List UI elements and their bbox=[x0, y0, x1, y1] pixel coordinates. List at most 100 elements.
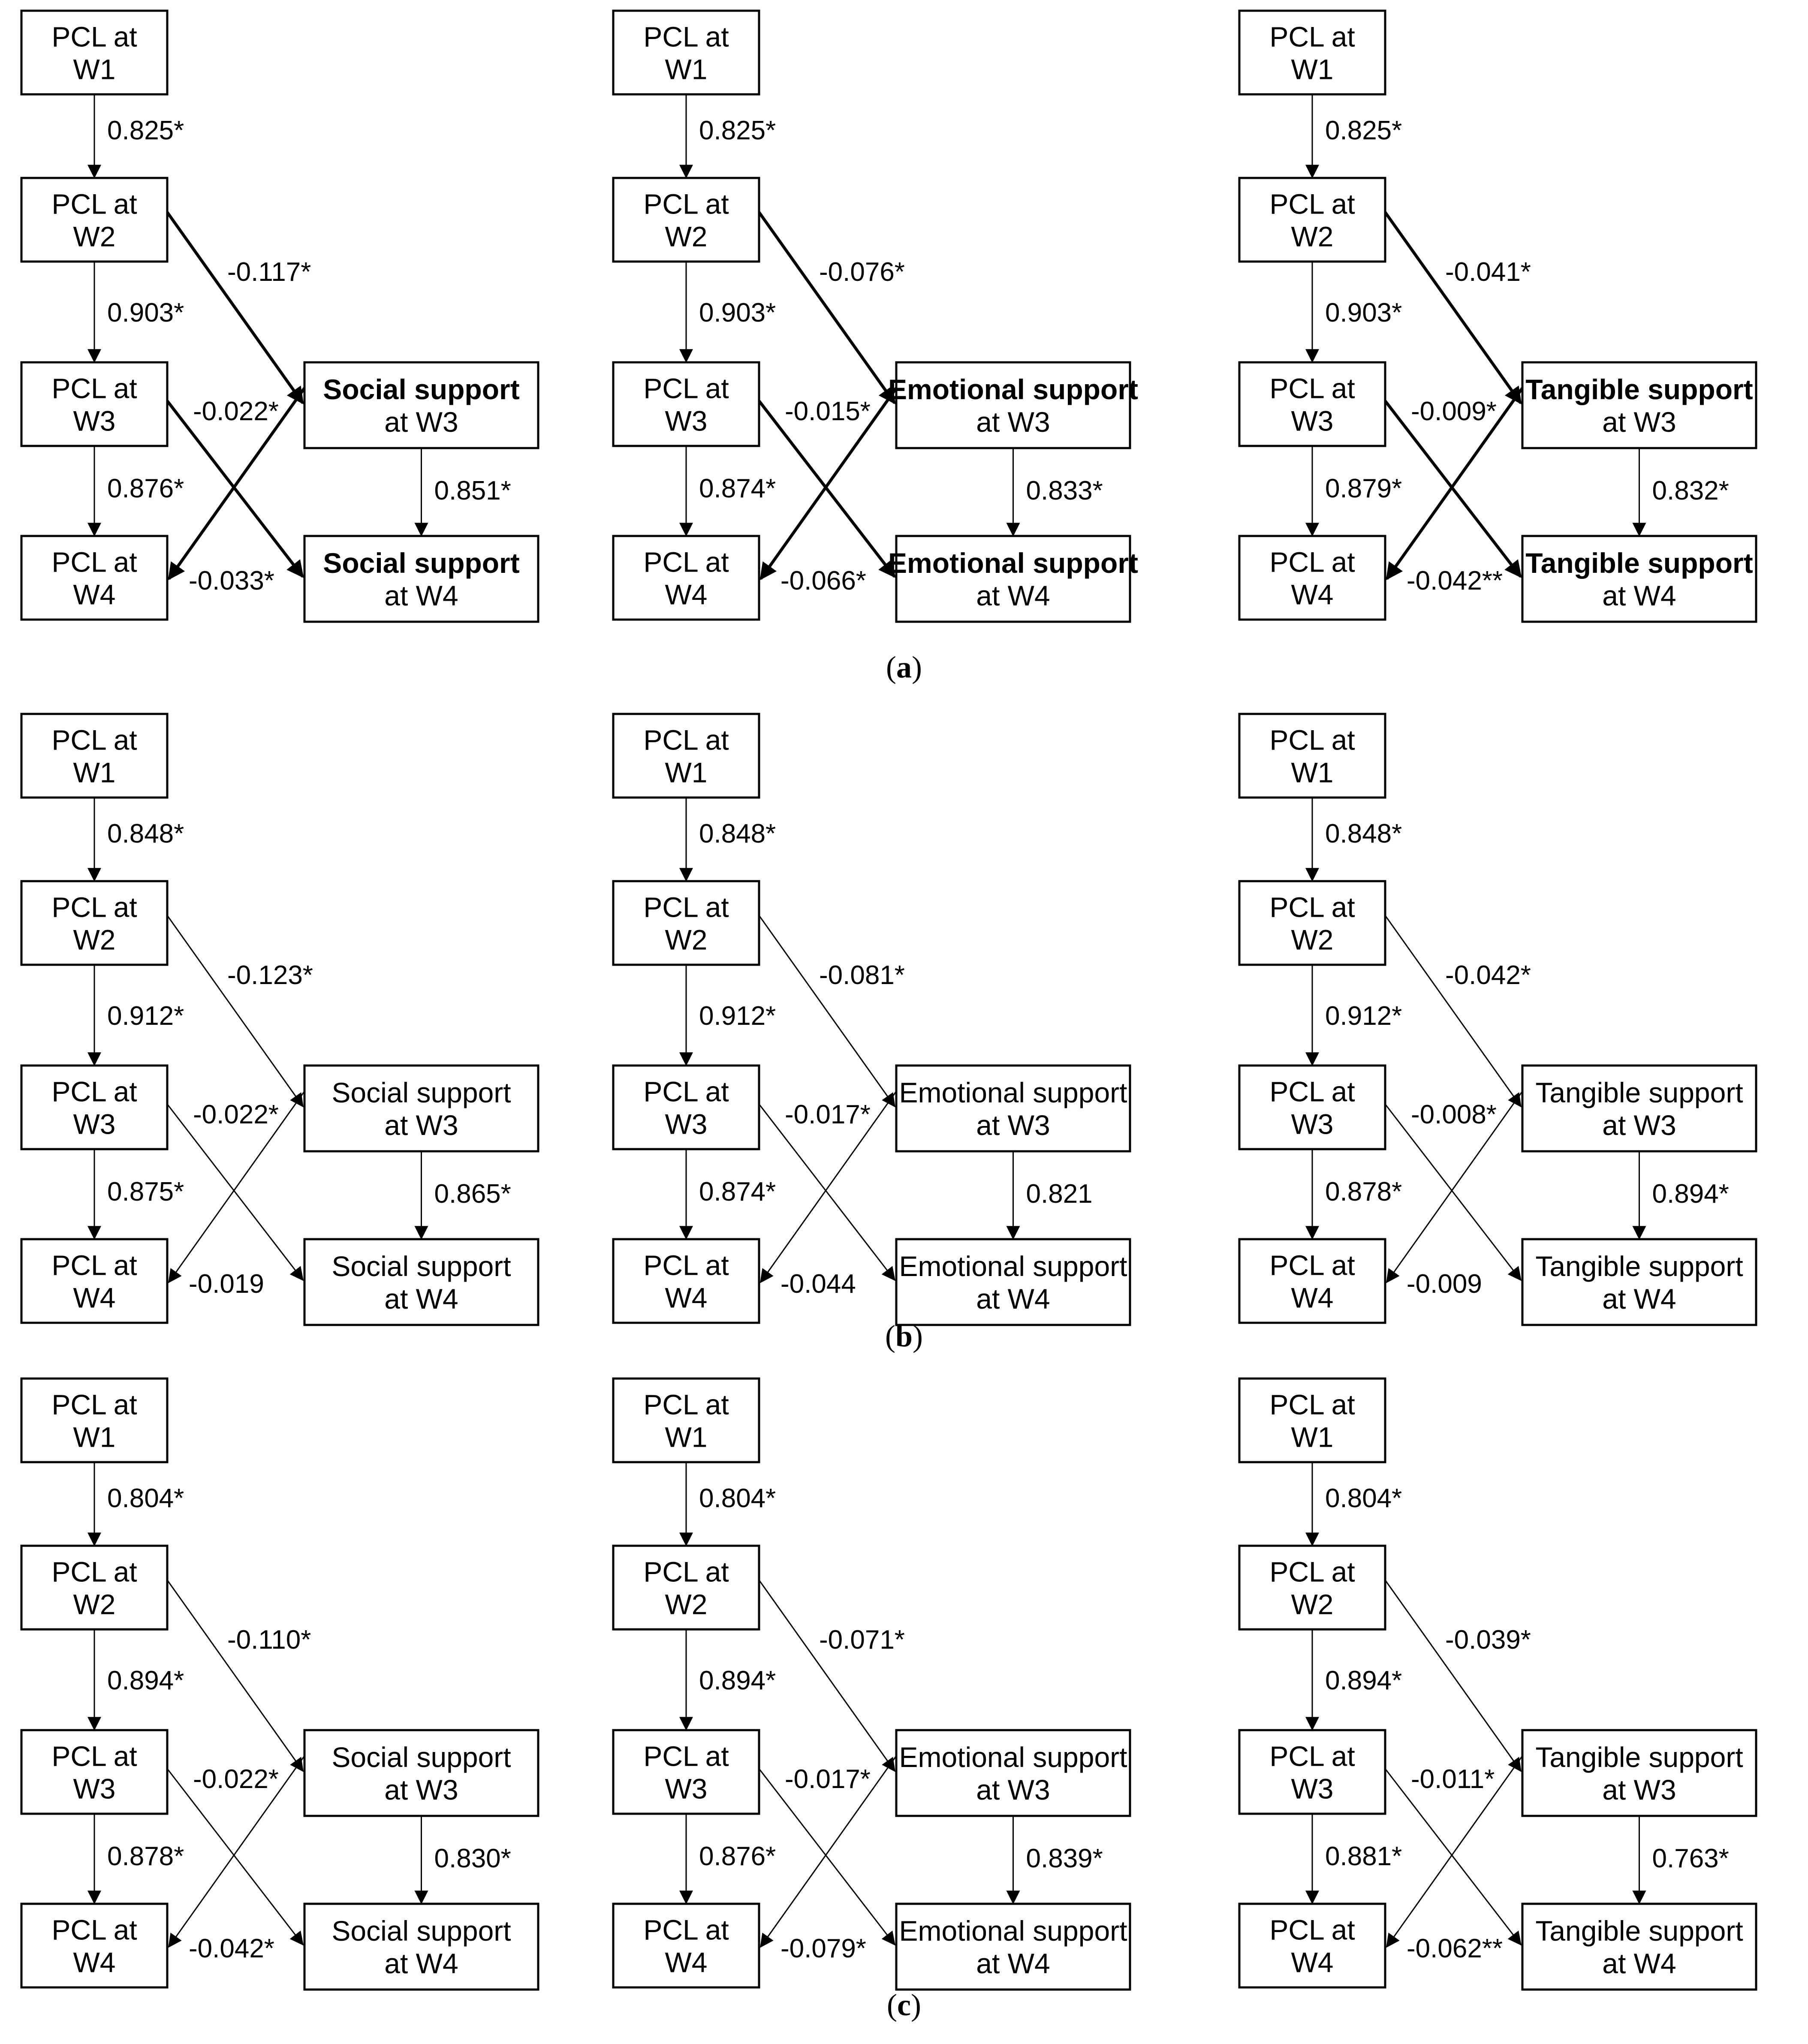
emotional-w4-box-label-line-2: at W4 bbox=[976, 1948, 1050, 1979]
pcl-w3-box-rect bbox=[1238, 1729, 1386, 1815]
coef-pcl-w2-support-w3: -0.039* bbox=[1445, 1625, 1531, 1655]
tangible-w3-box-label-line-1: Tangible support bbox=[1535, 1077, 1743, 1108]
tangible-w4-box-label-line-2: at W4 bbox=[1602, 1948, 1676, 1979]
caption-close-paren: ) bbox=[911, 1988, 921, 2022]
tangible-w4-box-label-line-1: Tangible support bbox=[1525, 547, 1753, 579]
path-pcl-w2-support-w3 bbox=[1384, 915, 1522, 1108]
social-w4-box-label-line-1: Social support bbox=[323, 547, 519, 579]
social-w4-box-rect bbox=[303, 535, 539, 623]
pcl-w3-box-label-line-2: W3 bbox=[73, 1773, 116, 1805]
coef-pcl-w3-support-w4: -0.022* bbox=[193, 397, 279, 426]
pcl-w4-box-label-line-2: W4 bbox=[1291, 579, 1334, 611]
pcl-w4-box-rect bbox=[1238, 1903, 1386, 1989]
pcl-w1-box-label-line-2: W1 bbox=[73, 1421, 116, 1453]
tangible-w3-box-label-line-1: Tangible support bbox=[1525, 373, 1753, 405]
pcl-w3-box-label-line-1: PCL at bbox=[643, 1076, 729, 1108]
pcl-w3-box-label-line-2: W3 bbox=[665, 405, 708, 437]
pcl-w4-box-label-line-2: W4 bbox=[1291, 1282, 1334, 1314]
pcl-w3-box-rect bbox=[612, 1064, 760, 1150]
coef-support-w3-w4: 0.830* bbox=[434, 1844, 511, 1873]
pcl-w2-box-label-line-2: W2 bbox=[73, 221, 116, 253]
pcl-w3-box-label-line-2: W3 bbox=[665, 1773, 708, 1805]
pcl-w2-box-label-line-1: PCL at bbox=[643, 1556, 729, 1588]
pcl-w4-box-rect bbox=[20, 1903, 169, 1989]
coef-pcl-w1-w2: 0.848* bbox=[107, 819, 184, 849]
social-w3-box-label-line-2: at W3 bbox=[384, 1774, 458, 1806]
coef-pcl-w3-w4: 0.881* bbox=[1325, 1842, 1402, 1871]
social-w4-box-rect bbox=[303, 1903, 539, 1991]
tangible-w4-box-label-line-1: Tangible support bbox=[1535, 1250, 1743, 1282]
path-pcl-w3-support-w4 bbox=[166, 400, 304, 578]
coef-pcl-w3-w4: 0.874* bbox=[699, 474, 776, 503]
social-w4-box-label-line-1: Social support bbox=[331, 1915, 511, 1947]
pcl-w1-box-rect bbox=[20, 9, 169, 96]
tangible-w4-box-rect bbox=[1521, 535, 1757, 623]
pcl-w2-box-rect bbox=[1238, 1544, 1386, 1631]
emotional-w3-box-label-line-2: at W3 bbox=[976, 406, 1050, 438]
coef-pcl-w2-support-w3: -0.071* bbox=[819, 1625, 905, 1655]
path-support-w3-pcl-w4 bbox=[168, 1755, 305, 1948]
coef-pcl-w2-w3: 0.912* bbox=[699, 1001, 776, 1031]
social-w4-box-rect bbox=[303, 1238, 539, 1326]
pcl-w2-box-label-line-1: PCL at bbox=[51, 1556, 137, 1588]
pcl-w4-box-rect bbox=[612, 1903, 760, 1989]
coef-support-w3-pcl-w4: -0.079* bbox=[780, 1934, 866, 1963]
coef-support-w3-pcl-w4: -0.019 bbox=[189, 1269, 264, 1299]
coef-pcl-w2-w3: 0.903* bbox=[107, 298, 184, 328]
pcl-w1-box-rect bbox=[612, 1377, 760, 1463]
social-w3-box-label-line-2: at W3 bbox=[384, 406, 458, 438]
pcl-w2-box-label-line-1: PCL at bbox=[1269, 1556, 1355, 1588]
coef-pcl-w2-support-w3: -0.123* bbox=[227, 960, 313, 990]
caption-close-paren: ) bbox=[912, 650, 922, 684]
emotional-w3-box-rect bbox=[895, 1729, 1131, 1817]
pcl-w3-box-label-line-1: PCL at bbox=[51, 1076, 137, 1108]
caption-letter: a bbox=[896, 650, 912, 684]
emotional-w4-box-label-line-1: Emotional support bbox=[888, 547, 1138, 579]
pcl-w2-box-label-line-1: PCL at bbox=[1269, 188, 1355, 220]
tangible-w3-box-rect bbox=[1521, 1064, 1757, 1153]
path-pcl-w3-support-w4 bbox=[758, 400, 896, 578]
pcl-w4-box-rect bbox=[1238, 1238, 1386, 1324]
coef-support-w3-w4: 0.763* bbox=[1652, 1844, 1729, 1873]
coef-pcl-w2-support-w3: -0.110* bbox=[227, 1625, 311, 1655]
pcl-w2-box-label-line-2: W2 bbox=[1291, 1589, 1334, 1620]
emotional-w4-box-rect bbox=[895, 1903, 1131, 1991]
pcl-w4-box-label-line-2: W4 bbox=[665, 1947, 708, 1978]
pcl-w3-box-label-line-1: PCL at bbox=[51, 373, 137, 404]
pcl-w4-box-label-line-1: PCL at bbox=[51, 546, 137, 578]
coef-pcl-w2-support-w3: -0.117* bbox=[227, 257, 311, 287]
emotional-w4-box-label-line-2: at W4 bbox=[976, 1283, 1050, 1315]
coef-pcl-w3-support-w4: -0.015* bbox=[785, 397, 871, 426]
coef-pcl-w2-support-w3: -0.041* bbox=[1445, 257, 1531, 287]
pcl-w3-box-label-line-1: PCL at bbox=[643, 373, 729, 404]
social-w3-box-rect bbox=[303, 1729, 539, 1817]
tangible-w4-box-rect bbox=[1521, 1903, 1757, 1991]
pcl-w1-box-rect bbox=[612, 9, 760, 96]
pcl-w1-box-label-line-2: W1 bbox=[1291, 54, 1334, 85]
caption-close-paren: ) bbox=[913, 1319, 923, 1353]
pcl-w1-box-label-line-1: PCL at bbox=[1269, 724, 1355, 756]
social-w3-box-label-line-1: Social support bbox=[323, 373, 519, 405]
pcl-w2-box-label-line-2: W2 bbox=[73, 924, 116, 956]
coef-support-w3-pcl-w4: -0.009 bbox=[1407, 1269, 1482, 1299]
